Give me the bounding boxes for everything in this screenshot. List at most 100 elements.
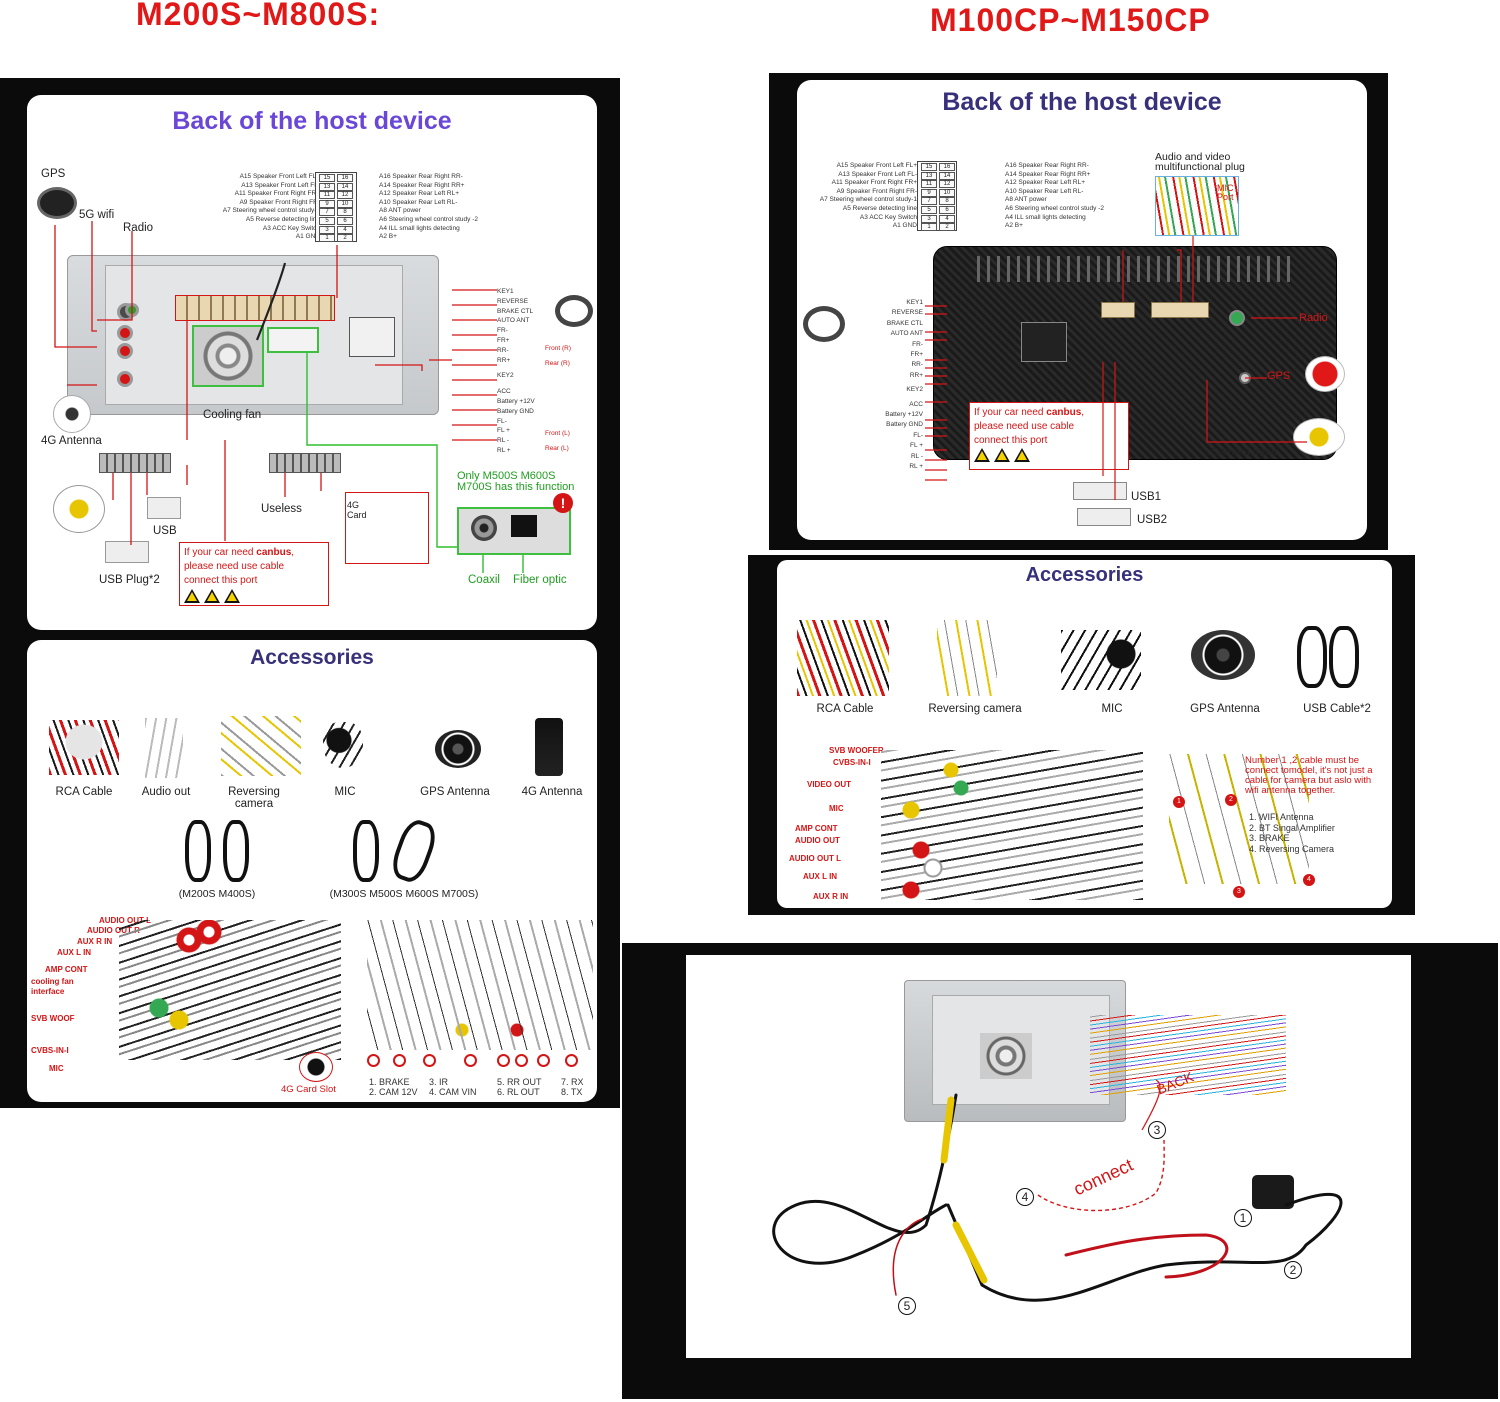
- pin-number: 8: [939, 197, 955, 206]
- label-usb-plug: USB Plug*2: [99, 574, 160, 586]
- rca-label: MIC: [49, 1064, 64, 1073]
- cam-number-badge: [515, 1054, 528, 1067]
- harness-label: FL +: [910, 442, 923, 450]
- pin-label: A10 Speaker Rear Left RL-: [1005, 187, 1084, 195]
- photo-num-3: 3: [1148, 1121, 1166, 1139]
- harness-label: ACC: [497, 388, 511, 396]
- pin-number: 4: [337, 225, 353, 234]
- cam-list-item: 2. BT Singal Amplifier: [1249, 822, 1335, 833]
- warn-line-3: connect this port: [974, 435, 1048, 446]
- left-accessories-title: Accessories: [250, 646, 374, 669]
- pin-number: 2: [939, 223, 955, 232]
- pin-number: 13: [319, 182, 335, 191]
- harness-label: Battery +12V: [885, 411, 923, 419]
- pin-number: 1: [319, 234, 335, 243]
- pin-label: A1 GND: [892, 222, 917, 230]
- pin-number: 12: [939, 180, 955, 189]
- pin-label: A6 Steering wheel control study -2: [379, 215, 478, 223]
- pin-number: 14: [337, 182, 353, 191]
- harness-label: BRAKE CTL: [497, 307, 534, 315]
- pin-number: 16: [939, 163, 955, 171]
- left-4g-port: [117, 371, 133, 387]
- warn-line-2: please need use cable: [184, 561, 285, 572]
- cam-num-1: 1: [1173, 796, 1185, 808]
- harness-label: RR-: [497, 346, 509, 354]
- harness-label: ACC: [909, 400, 923, 408]
- cam-number-badge: [464, 1054, 477, 1067]
- harness-label: KEY2: [497, 372, 514, 380]
- pin-label: A12 Speaker Rear Left RL+: [1005, 179, 1086, 187]
- left-side-connector: [349, 317, 395, 357]
- pin-label: A11 Speaker Front Right FR+: [831, 179, 917, 187]
- pin-label: A9 Speaker Front Right FR-: [239, 198, 320, 206]
- right-back-card: Back of the host device A15 Speaker Fron…: [797, 80, 1367, 540]
- cam-number-badge: [537, 1054, 550, 1067]
- acc-label-reversing-camera: Reversing camera: [928, 703, 1022, 715]
- pin-label: A4 ILL small lights detecting: [1005, 213, 1086, 221]
- cam-cable-image: [1169, 754, 1309, 884]
- gps-antenna-icon: [1191, 630, 1255, 680]
- coaxil-port: [471, 515, 497, 541]
- pin-label: A12 Speaker Rear Left RL+: [379, 190, 460, 198]
- fiber-port: [511, 515, 537, 537]
- warning-icon: [204, 589, 220, 603]
- rca-label: VIDEO OUT: [807, 780, 852, 789]
- rca-plug-icon: [53, 485, 105, 533]
- pin-label: A3 ACC Key Switch: [859, 213, 917, 221]
- rca-label: AUX L IN: [57, 948, 92, 957]
- rca-label: CVBS-IN-I: [833, 758, 871, 767]
- right-host-connector: [1151, 302, 1209, 318]
- reversing-camera-cable-icon: [221, 716, 301, 776]
- right-host-vents-top: [977, 256, 1297, 282]
- left-back-title: Back of the host device: [172, 107, 452, 135]
- gps-antenna-icon: [435, 730, 481, 768]
- rca-cable-icon: [797, 620, 889, 696]
- right-canbus-warning: If your car need canbus, please need use…: [969, 402, 1129, 470]
- pin-label: A10 Speaker Rear Left RL-: [379, 198, 458, 206]
- label-coaxil: Coaxil: [468, 574, 500, 586]
- warning-icon: [184, 589, 200, 603]
- gps-antenna-icon: [37, 187, 77, 219]
- pin-number: 6: [939, 206, 955, 214]
- pin-label: A14 Speaker Rear Right RR+: [1005, 170, 1091, 178]
- pin-number: 7: [921, 197, 937, 206]
- harness-label: BRAKE CTL: [886, 319, 923, 327]
- gps-antenna-icon: [1305, 356, 1345, 392]
- pin-number: 5: [921, 206, 937, 214]
- acc-label-audio-out: Audio out: [141, 786, 191, 798]
- usb-icon: [147, 497, 181, 519]
- cam-number-badge: [367, 1054, 380, 1067]
- usb1-icon: [1073, 482, 1127, 500]
- cam-number-badge: [565, 1054, 578, 1067]
- pin-label: A2 B+: [1005, 222, 1023, 230]
- harness-label: AUTO ANT: [890, 330, 923, 338]
- pin-label: A4 ILL small lights detecting: [379, 224, 460, 232]
- pin-number: 13: [921, 171, 937, 180]
- rca-cable-icon: [49, 720, 119, 775]
- 4g-antenna-icon: [535, 718, 563, 776]
- label-radio: Radio: [1299, 312, 1328, 324]
- pin-number: 10: [939, 188, 955, 197]
- harness-label: Battery GND: [497, 407, 534, 415]
- pin-number: 4: [939, 214, 955, 223]
- rca-label: MIC: [829, 804, 844, 813]
- acc-label-mic: MIC: [1101, 703, 1123, 715]
- left-canbus-warning: If your car need canbus, please need use…: [179, 542, 329, 606]
- cam-number-badge: [497, 1054, 510, 1067]
- label-4g-card: 4G Card: [347, 500, 367, 520]
- cam-num-2: 2: [1225, 794, 1237, 806]
- acc-label-gps: GPS Antenna: [1190, 703, 1260, 715]
- harness-label: RR-: [911, 361, 923, 369]
- camera-input-plug-icon: [1293, 418, 1345, 456]
- spk-front-r: Front (R): [545, 345, 571, 352]
- label-usb2: USB2: [1137, 514, 1168, 526]
- pin-label: A15 Speaker Front Left FL+: [836, 162, 917, 169]
- rca-label: AUX R IN: [77, 937, 113, 946]
- pin-label: A3 ACC Key Switch: [262, 224, 320, 232]
- photo-num-2: 2: [1284, 1261, 1302, 1279]
- pin-label: A7 Steering wheel control study-1: [222, 207, 320, 215]
